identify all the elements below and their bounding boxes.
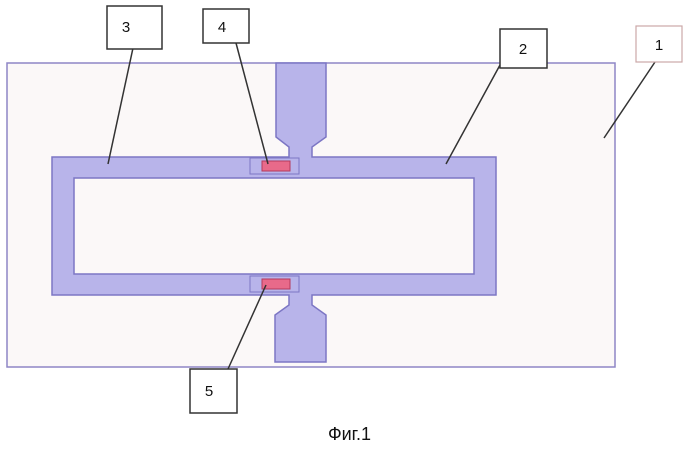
label-box-1: 1	[636, 26, 682, 62]
junction-top	[262, 161, 290, 171]
junction-bottom	[262, 279, 290, 289]
svg-text:4: 4	[218, 19, 226, 36]
label-box-3: 3	[107, 6, 162, 49]
label-box-5: 5	[190, 369, 237, 413]
label-box-2: 2	[500, 29, 547, 68]
svg-text:2: 2	[519, 41, 527, 58]
svg-text:1: 1	[655, 37, 663, 54]
figure-caption: Фиг.1	[0, 424, 699, 445]
svg-text:5: 5	[205, 383, 213, 400]
label-box-4: 4	[203, 9, 249, 43]
svg-text:3: 3	[122, 19, 130, 36]
